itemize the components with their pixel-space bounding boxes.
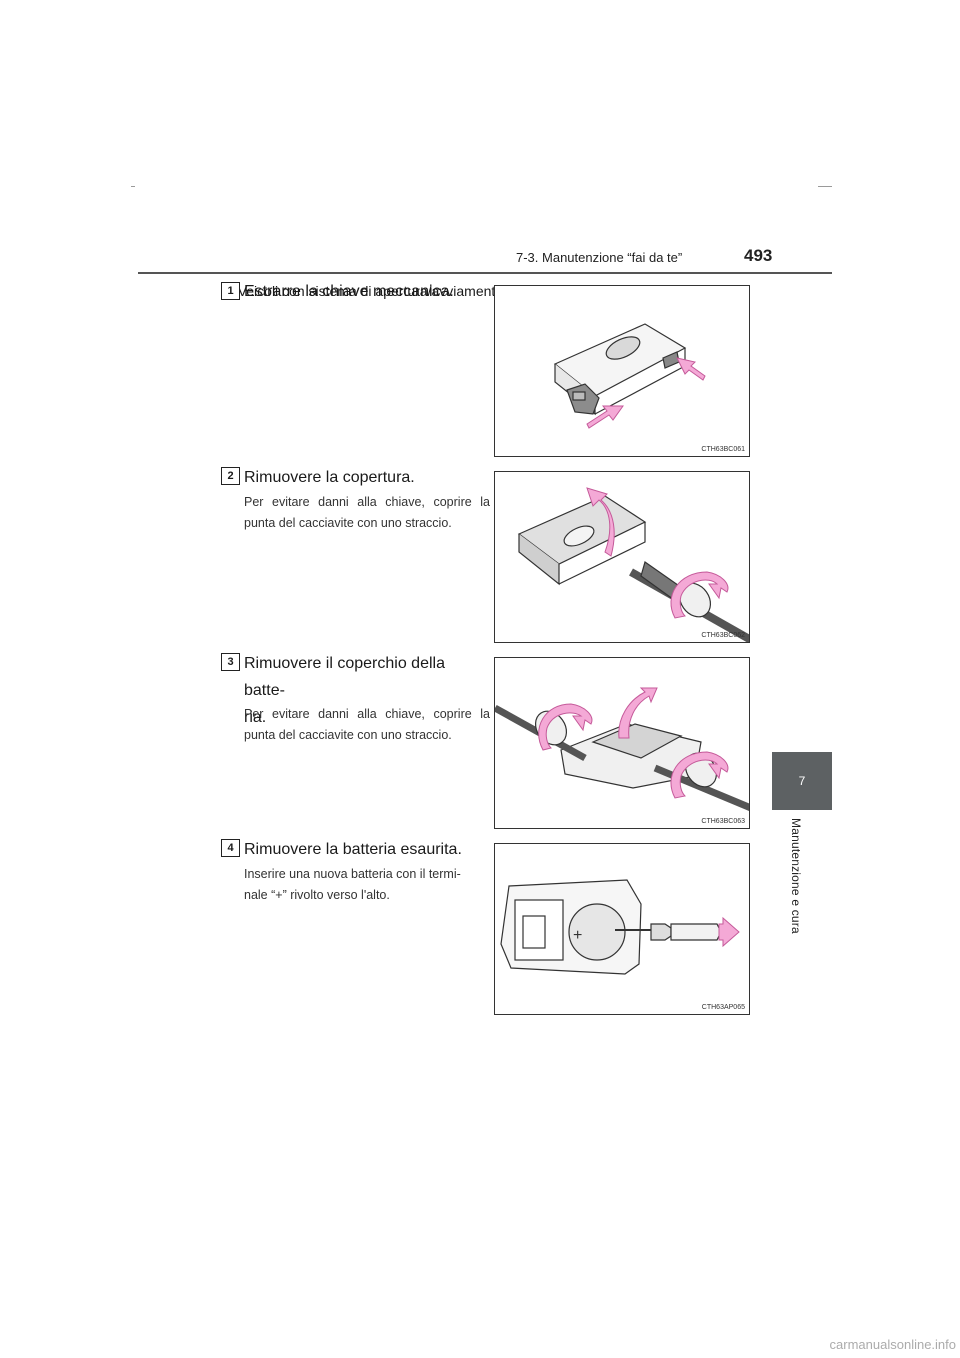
figure-code: CTH63BC061 [701,446,745,453]
page-number: 493 [744,246,773,265]
watermark: carmanualsonline.info [829,1337,956,1352]
figure-remove-battery: + CTH63AP065 [494,843,750,1015]
step-description: Per evitare danni alla chiave, coprire l… [244,707,490,742]
step-title: Rimuovere il coperchio della batte- ria. [244,655,445,726]
figure-code: CTH63BC063 [701,818,745,825]
chapter-tab: 7 [772,752,832,810]
key-fob-illustration [553,323,706,429]
figure-remove-cover: CTH63BC062 [494,471,750,643]
figure-code: CTH63AP065 [701,1004,745,1011]
step-number-box: 4 [221,839,240,857]
step-title: Rimuovere la copertura. [244,469,415,486]
step-description: Inserire una nuova batteria con il termi… [244,867,461,902]
section-title: 7-3. Manutenzione “fai da te” [516,250,683,265]
step-number-box: 3 [221,653,240,671]
chapter-label: Manutenzione e cura [789,818,803,934]
header-rule [138,272,832,274]
svg-text:+: + [573,927,582,944]
battery-cover-illustration [495,687,749,811]
intro-text: Veicoli con sistema di apertura/avviamen… [237,283,574,299]
crop-mark [818,186,832,187]
step-description: Per evitare danni alla chiave, coprire l… [244,495,490,530]
step-title: Rimuovere la batteria esaurita. [244,841,462,858]
figure-remove-battery-cover: CTH63BC063 [494,657,750,829]
figure-remove-mechanical-key: CTH63BC061 [494,285,750,457]
crop-mark [131,186,135,187]
step-number-box: 1 [221,282,240,300]
screwdriver-cover-illustration [517,487,749,642]
chapter-number: 7 [798,774,806,788]
battery-removal-illustration: + [500,879,740,975]
step-number-box: 2 [221,467,240,485]
step-title: Estrarre la chiave meccanica. [244,283,454,300]
figure-code: CTH63BC062 [701,632,745,639]
